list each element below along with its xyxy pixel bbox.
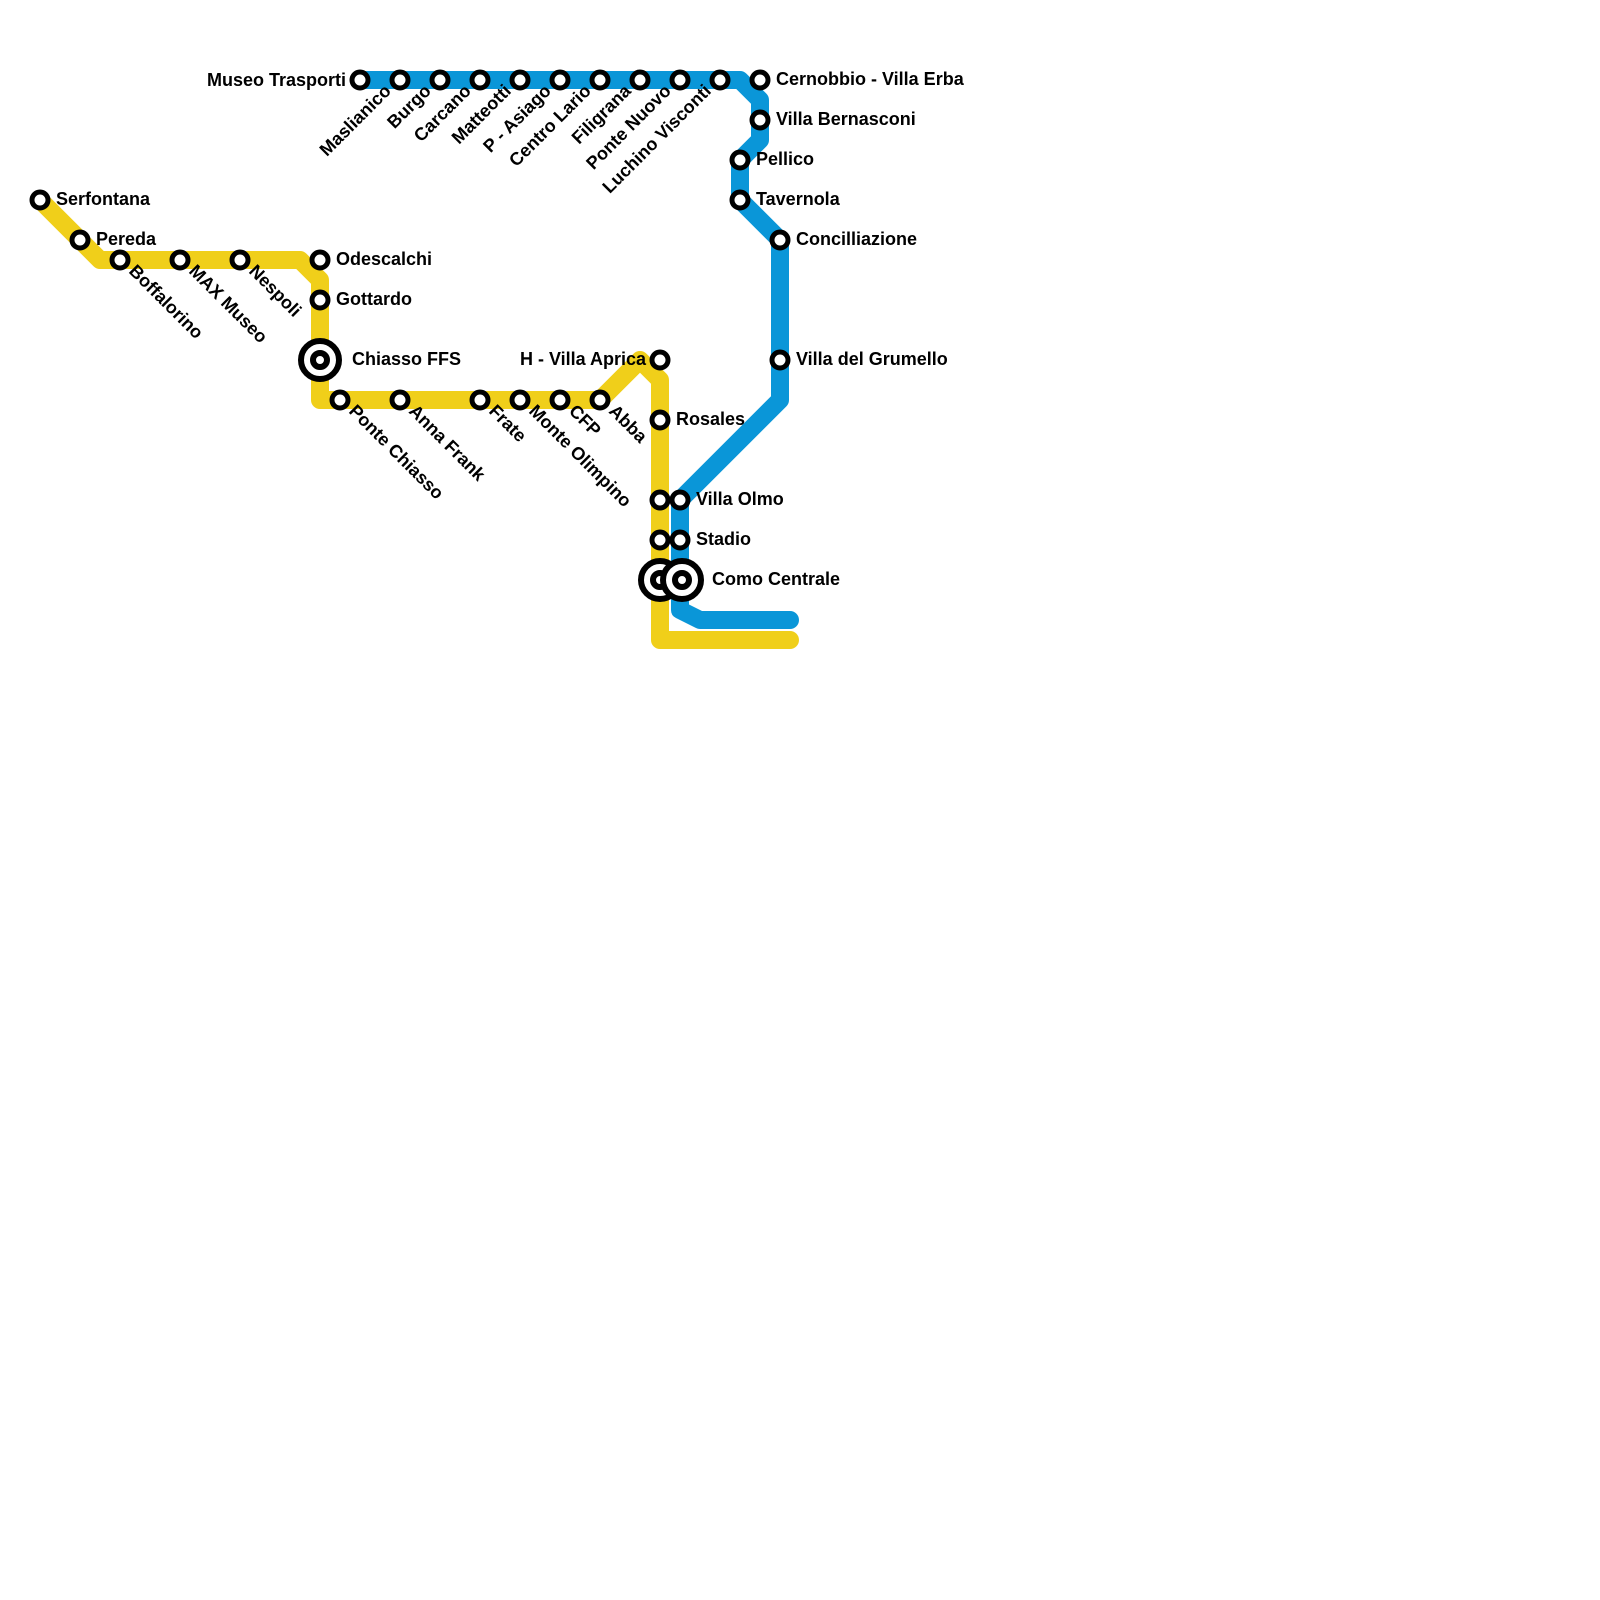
station-marker-villa-bernasconi[interactable] bbox=[749, 109, 771, 131]
station-marker-tavernola[interactable] bbox=[729, 189, 751, 211]
station-marker-centro-lario[interactable] bbox=[589, 69, 611, 91]
station-marker-pellico[interactable] bbox=[729, 149, 751, 171]
station-marker-odescalchi[interactable] bbox=[309, 249, 331, 271]
station-label: Concilliazione bbox=[796, 229, 917, 249]
hub-como-centrale-blue[interactable] bbox=[660, 558, 704, 602]
station-labels: Museo Trasporti Maslianico Burgo Carcano… bbox=[56, 69, 965, 589]
station-label: Villa Bernasconi bbox=[776, 109, 916, 129]
station-label: Nespoli bbox=[245, 261, 305, 321]
station-label: Rosales bbox=[676, 409, 745, 429]
station-marker-villa-grumello[interactable] bbox=[769, 349, 791, 371]
station-marker-stadio-blue[interactable] bbox=[669, 529, 691, 551]
station-label: Chiasso FFS bbox=[352, 349, 461, 369]
station-label: Cernobbio - Villa Erba bbox=[776, 69, 965, 89]
station-marker-nespoli[interactable] bbox=[229, 249, 251, 271]
station-marker-rosales[interactable] bbox=[649, 409, 671, 431]
station-marker-abba[interactable] bbox=[589, 389, 611, 411]
station-marker-filigrana[interactable] bbox=[629, 69, 651, 91]
station-marker-anna-frank[interactable] bbox=[389, 389, 411, 411]
station-label: Stadio bbox=[696, 529, 751, 549]
station-label: Maslianico bbox=[316, 81, 395, 160]
station-marker-boffalorino[interactable] bbox=[109, 249, 131, 271]
station-label: H - Villa Aprica bbox=[520, 349, 647, 369]
station-label: Gottardo bbox=[336, 289, 412, 309]
station-marker-cfp[interactable] bbox=[549, 389, 571, 411]
hub-chiasso-ffs[interactable] bbox=[298, 338, 342, 382]
station-marker-monte-olimpino[interactable] bbox=[509, 389, 531, 411]
station-label: Tavernola bbox=[756, 189, 841, 209]
station-marker-h-villa-aprica[interactable] bbox=[649, 349, 671, 371]
station-marker-serfontana[interactable] bbox=[29, 189, 51, 211]
station-marker-burgo[interactable] bbox=[429, 69, 451, 91]
station-label: Como Centrale bbox=[712, 569, 840, 589]
station-label: Villa Olmo bbox=[696, 489, 784, 509]
stations-group bbox=[29, 69, 791, 602]
station-label: Serfontana bbox=[56, 189, 151, 209]
station-label: Odescalchi bbox=[336, 249, 432, 269]
station-marker-pereda[interactable] bbox=[69, 229, 91, 251]
station-marker-concilliazione[interactable] bbox=[769, 229, 791, 251]
station-marker-villa-olmo-yellow[interactable] bbox=[649, 489, 671, 511]
station-marker-maslianico[interactable] bbox=[389, 69, 411, 91]
blue-line bbox=[351, 71, 799, 629]
station-marker-cernobbio[interactable] bbox=[749, 69, 771, 91]
station-label: Abba bbox=[605, 401, 652, 448]
station-marker-p-asiago[interactable] bbox=[549, 69, 571, 91]
station-marker-ponte-chiasso[interactable] bbox=[329, 389, 351, 411]
station-label: Museo Trasporti bbox=[207, 70, 346, 90]
station-marker-luchino-visconti[interactable] bbox=[709, 69, 731, 91]
station-marker-frate[interactable] bbox=[469, 389, 491, 411]
station-marker-carcano[interactable] bbox=[469, 69, 491, 91]
station-marker-matteotti[interactable] bbox=[509, 69, 531, 91]
station-marker-ponte-nuovo[interactable] bbox=[669, 69, 691, 91]
station-label: Villa del Grumello bbox=[796, 349, 948, 369]
station-marker-max-museo[interactable] bbox=[169, 249, 191, 271]
station-label: Pellico bbox=[756, 149, 814, 169]
station-marker-villa-olmo-blue[interactable] bbox=[669, 489, 691, 511]
station-marker-stadio-yellow[interactable] bbox=[649, 529, 671, 551]
station-marker-museo-trasporti[interactable] bbox=[349, 69, 371, 91]
station-label: Pereda bbox=[96, 229, 157, 249]
station-marker-gottardo[interactable] bbox=[309, 289, 331, 311]
